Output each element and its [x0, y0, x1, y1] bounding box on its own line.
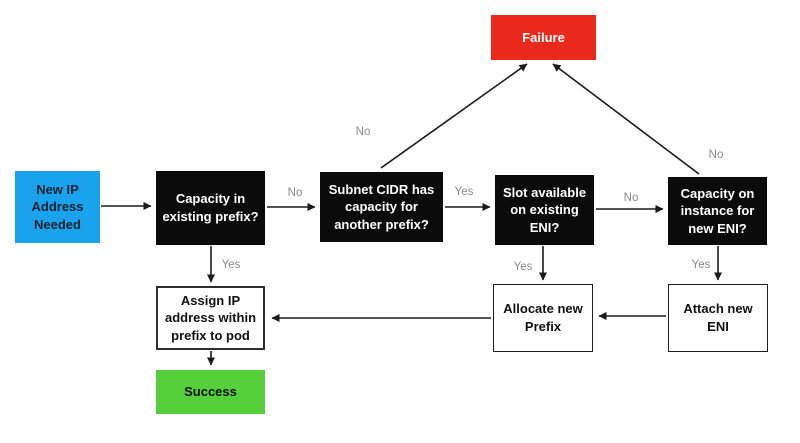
edge-label-subnet-yes: Yes	[454, 186, 474, 198]
node-label: Slot available on existing ENI?	[502, 184, 587, 235]
edge-capinstance-failure	[552, 63, 700, 175]
node-capacity-existing-prefix: Capacity in existing prefix?	[156, 171, 265, 245]
node-label: Capacity in existing prefix?	[162, 191, 259, 224]
node-label: Allocate new Prefix	[503, 301, 583, 334]
node-label: Attach new ENI	[683, 301, 753, 334]
edge-label-subnet-no: No	[355, 126, 371, 138]
edge-label-capacity-no: No	[287, 187, 303, 199]
node-assign-ip-to-pod: Assign IP address within prefix to pod	[156, 286, 265, 350]
node-attach-new-eni: Attach new ENI	[668, 284, 768, 352]
edge-label-capinstance-yes: Yes	[691, 259, 711, 271]
node-failure: Failure	[491, 15, 596, 60]
node-allocate-new-prefix: Allocate new Prefix	[493, 284, 593, 352]
edge-label-capacity-yes: Yes	[221, 259, 241, 271]
node-slot-available-eni: Slot available on existing ENI?	[495, 175, 594, 245]
node-subnet-cidr-capacity: Subnet CIDR has capacity for another pre…	[320, 172, 443, 242]
node-label: New IP Address Needed	[31, 181, 84, 232]
node-success: Success	[156, 370, 265, 414]
node-label: Assign IP address within prefix to pod	[164, 292, 257, 343]
edge-label-slot-no: No	[623, 192, 639, 204]
node-label: Success	[184, 384, 237, 400]
node-label: Subnet CIDR has capacity for another pre…	[328, 181, 435, 232]
node-new-ip-needed: New IP Address Needed	[15, 171, 100, 243]
node-label: Capacity on instance for new ENI?	[680, 185, 755, 236]
edge-label-slot-yes: Yes	[513, 261, 533, 273]
edge-subnet-failure	[380, 63, 528, 169]
node-label: Failure	[522, 29, 565, 45]
edge-label-capinstance-no: No	[708, 149, 724, 161]
node-capacity-instance-new-eni: Capacity on instance for new ENI?	[668, 177, 767, 245]
